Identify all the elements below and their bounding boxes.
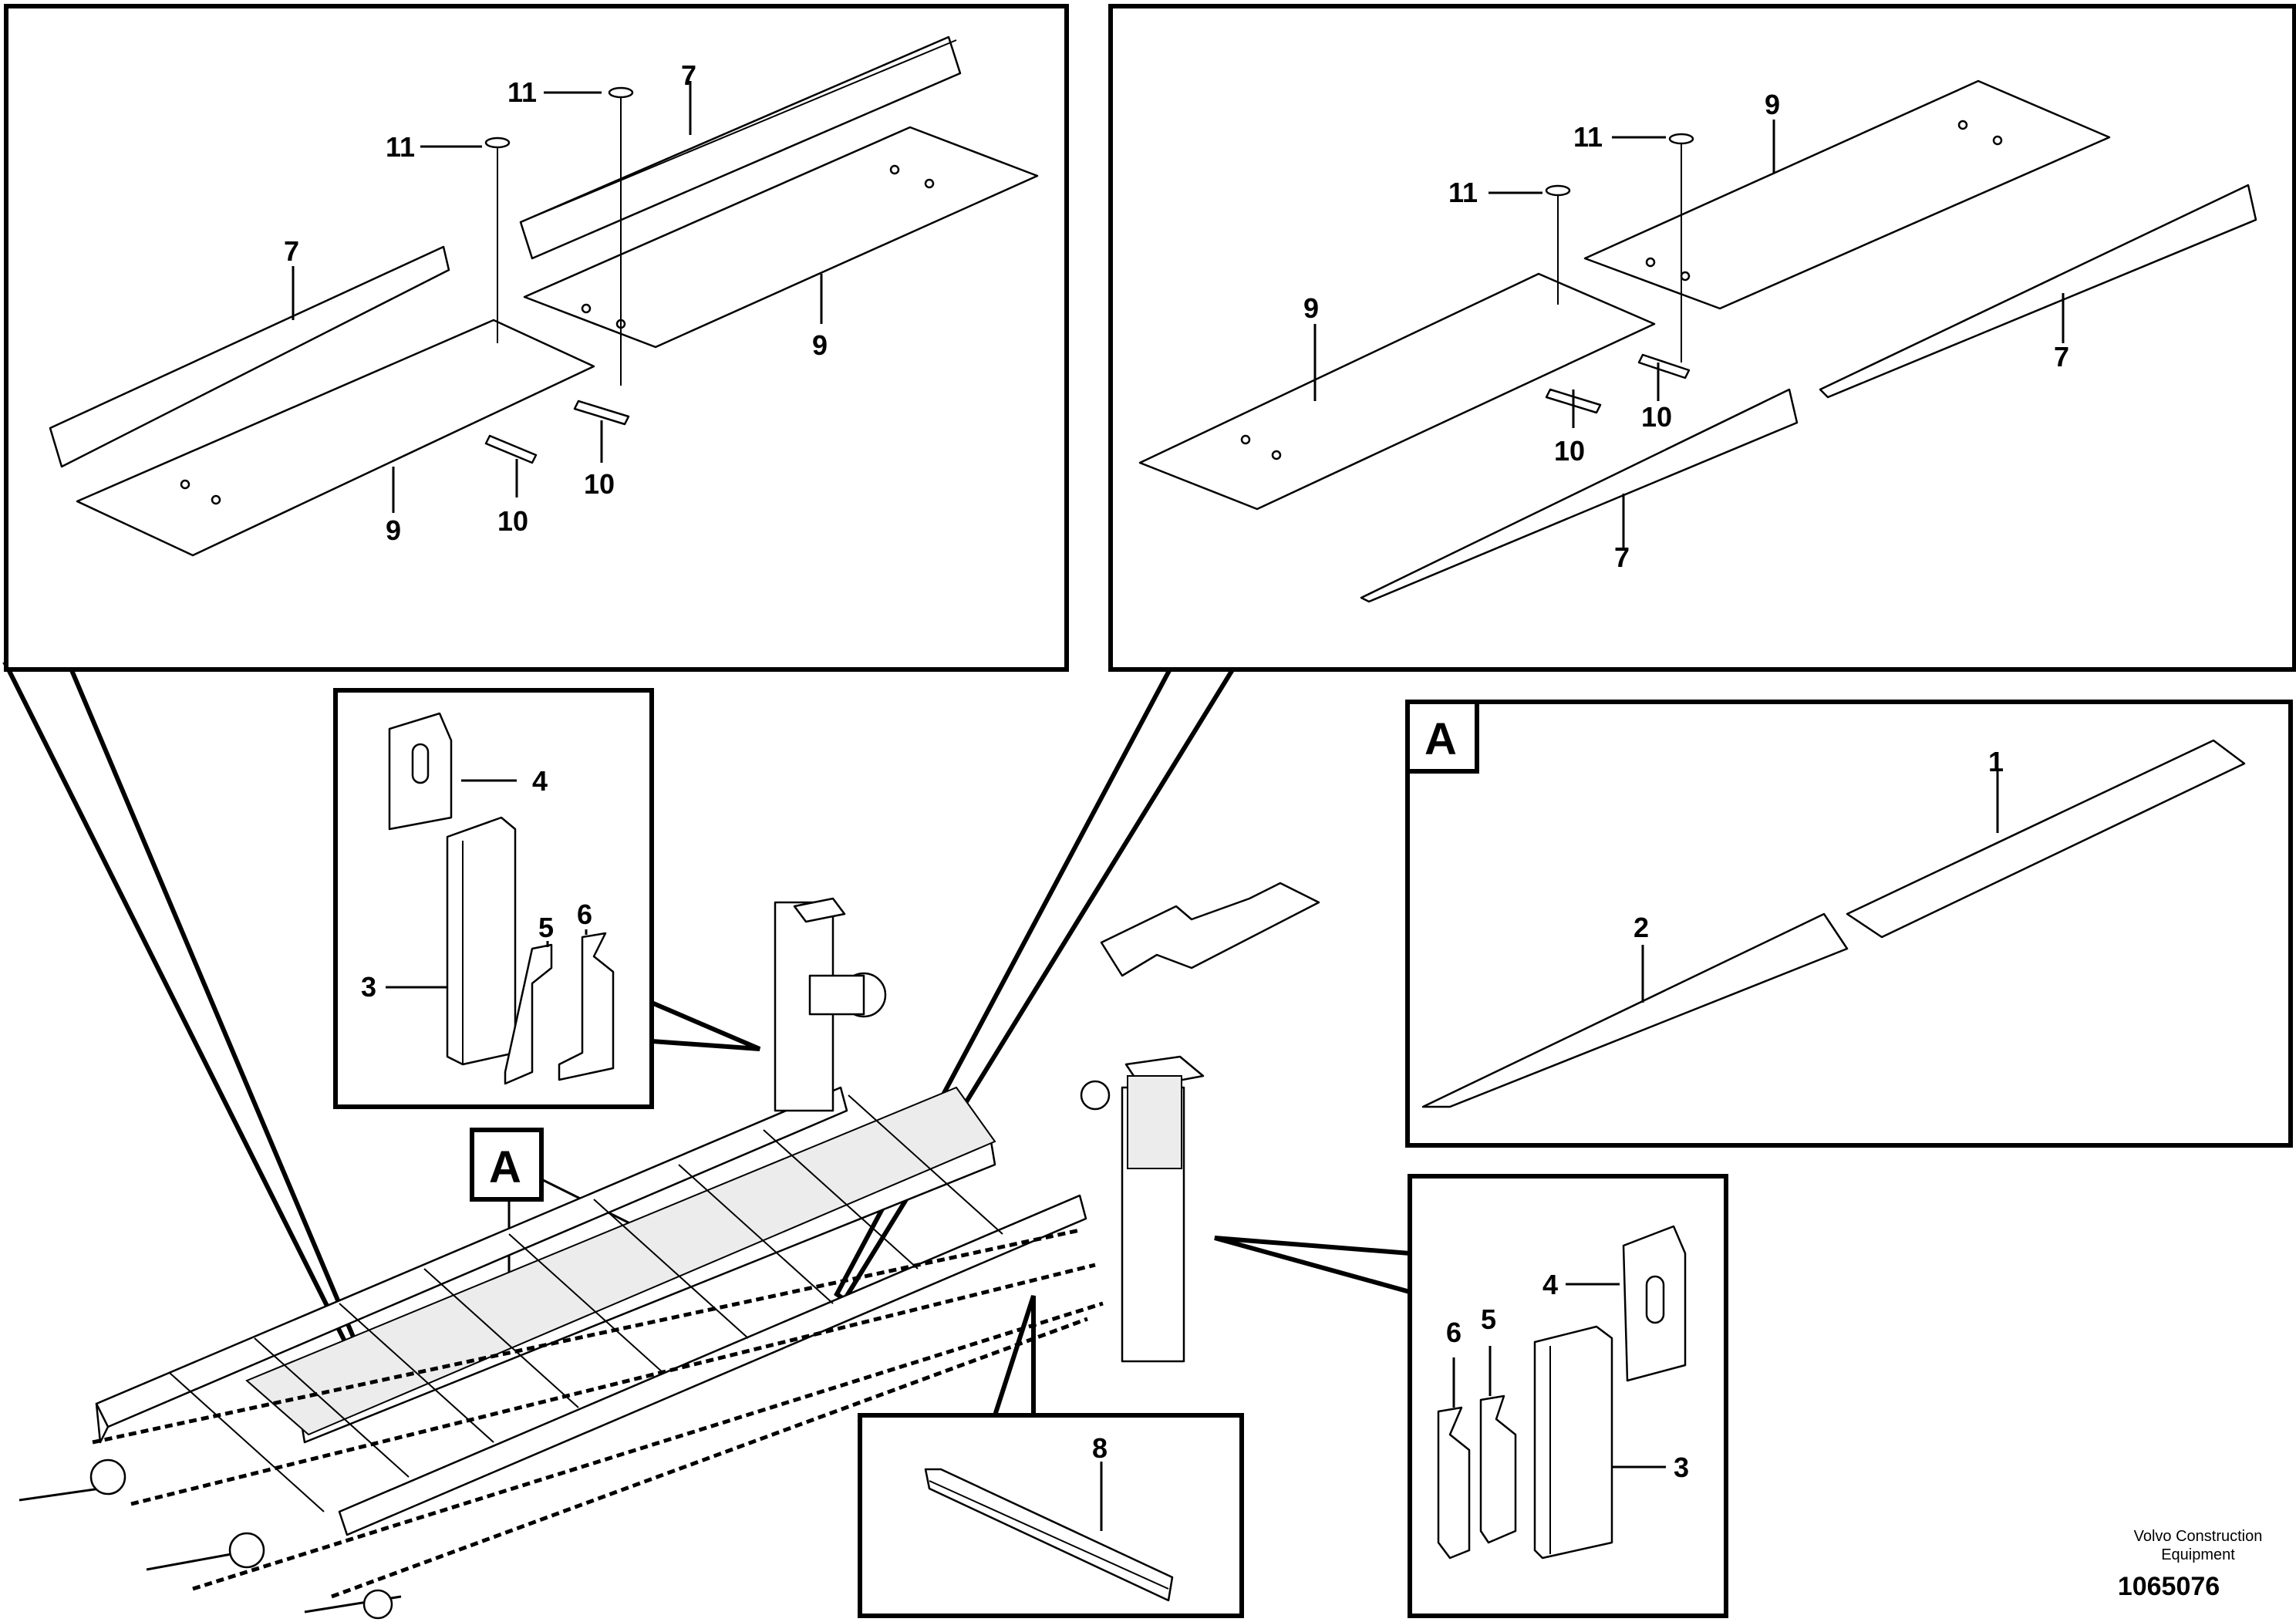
label-9: 9 [386, 514, 401, 546]
detail-box-a: A 1 2 [1405, 700, 2293, 1148]
detail-box-top-left: 11 11 7 7 9 9 10 10 [4, 4, 1069, 672]
figure-number: 1065076 [2118, 1572, 2220, 1601]
label-3: 3 [361, 971, 376, 1003]
label-10: 10 [584, 468, 615, 500]
label-9: 9 [1303, 292, 1319, 324]
detail-a-marker-label: A [489, 1142, 521, 1192]
label-11: 11 [507, 76, 537, 108]
label-5: 5 [1481, 1303, 1496, 1335]
label-10: 10 [497, 505, 528, 537]
label-7: 7 [1614, 541, 1630, 573]
label-8: 8 [1092, 1432, 1108, 1464]
footer: Volvo Construction Equipment 1065076 [2118, 1528, 2263, 1601]
label-10: 10 [1554, 435, 1585, 467]
company-name-line1: Volvo Construction [2134, 1528, 2263, 1545]
label-10: 10 [1641, 401, 1672, 433]
label-5: 5 [538, 912, 554, 943]
label-11: 11 [1448, 177, 1478, 208]
company-name-line2: Equipment [2161, 1546, 2235, 1563]
label-6: 6 [1446, 1317, 1462, 1348]
label-1: 1 [1988, 746, 2004, 777]
label-7: 7 [681, 59, 696, 91]
direction-arrow [1100, 882, 1320, 977]
label-9: 9 [812, 329, 828, 361]
label-2: 2 [1633, 912, 1649, 943]
label-4: 4 [532, 765, 548, 797]
label-7: 7 [2054, 341, 2069, 373]
label-6: 6 [577, 899, 592, 930]
detail-box-part-8: 8 [858, 1413, 1244, 1618]
label-3: 3 [1674, 1452, 1689, 1483]
label-11: 11 [386, 131, 415, 163]
detail-box-brackets-right: 4 3 6 5 [1408, 1174, 1728, 1618]
main-conveyor-assembly [19, 897, 1205, 1620]
detail-box-brackets-left: 4 3 5 6 [333, 688, 654, 1109]
label-4: 4 [1542, 1269, 1558, 1300]
detail-a-marker: A [470, 1128, 544, 1202]
detail-box-top-right: 11 11 9 9 7 7 10 10 [1108, 4, 2296, 672]
detail-a-title: A [1424, 714, 1457, 764]
label-7: 7 [284, 235, 299, 267]
label-11: 11 [1573, 121, 1603, 153]
label-9: 9 [1765, 89, 1780, 120]
